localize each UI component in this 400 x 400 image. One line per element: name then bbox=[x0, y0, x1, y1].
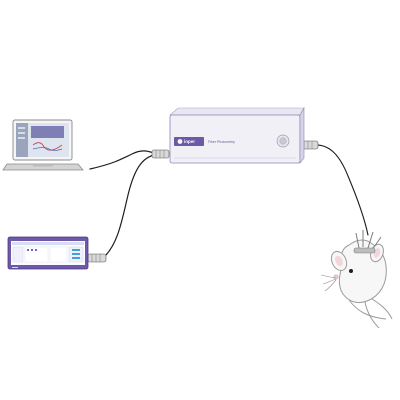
device-label: Fiber Photometry bbox=[208, 140, 235, 144]
photometry-to-mouse-fiber bbox=[313, 144, 369, 236]
fiber-photometry-box: inper Fiber Photometry bbox=[169, 106, 305, 164]
controller-to-photometry-cable bbox=[103, 153, 161, 258]
controller-icon bbox=[7, 236, 89, 270]
photometry-input-connector bbox=[151, 149, 170, 159]
controller-cable-connector bbox=[87, 253, 107, 263]
laptop-to-photometry-cable bbox=[89, 150, 161, 170]
mouse-icon bbox=[320, 230, 393, 329]
brand-label: inper bbox=[184, 139, 195, 144]
laptop-icon bbox=[2, 119, 84, 171]
